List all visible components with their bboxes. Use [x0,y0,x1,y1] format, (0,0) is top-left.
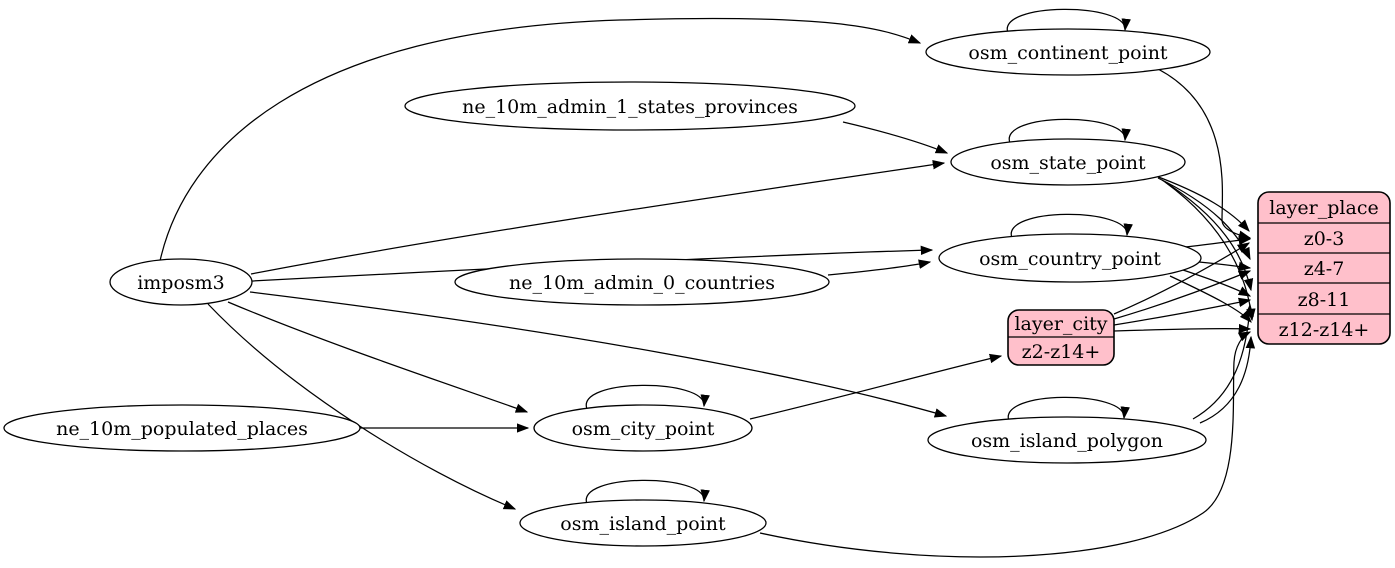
ne_10m_populated_places-label: ne_10m_populated_places [56,418,308,440]
osm_country_point-ellipse [938,233,1202,283]
edge-osm_island_point-to-layer_place-z12-z14 [759,331,1252,558]
osm_continent_point-label: osm_continent_point [968,42,1168,64]
ne_10m_admin_0_countries-label: ne_10m_admin_0_countries [509,272,775,294]
edge-osm_state_point-to-layer_place-z0-3 [1152,174,1250,232]
edge-imposm3-to-osm_state_point [250,159,946,275]
imposm3-ellipse [109,258,253,306]
edge-ne_10m_admin_1_states_provinces-to-osm_state_point [842,121,949,154]
layer_city-row-z2-z14: z2-z14+ [1022,341,1101,363]
layer_place-box [1257,191,1391,345]
edge-imposm3-to-osm_city_point [227,301,529,413]
node-layer_place: layer_place z0-3 z4-7 z8-11 z12-z14+ [1257,191,1391,345]
osm_city_point-ellipse [533,404,753,452]
node-ne_10m_admin_0_countries: ne_10m_admin_0_countries [454,258,830,306]
edge-osm_country_point-to-layer_place-z0-3 [1184,235,1252,248]
layer_place-row-z0-3: z0-3 [1304,228,1345,250]
node-osm_island_polygon: osm_island_polygon [927,416,1207,464]
ne_10m_admin_1_states_provinces-label: ne_10m_admin_1_states_provinces [462,96,798,118]
node-ne_10m_admin_1_states_provinces: ne_10m_admin_1_states_provinces [404,81,856,131]
node-osm_city_point: osm_city_point [533,404,753,452]
node-imposm3: imposm3 [109,258,253,306]
edge-osm_country_point-to-layer_place-z8-11 [1182,269,1252,297]
edge-osm_city_point-to-layer_city-z2-z14 [749,353,1003,420]
edge-osm_country_point-to-layer_place-z12-z14 [1169,275,1252,323]
osm_island_point-ellipse [519,499,767,547]
osm_city_point-label: osm_city_point [572,418,715,440]
osm_island_polygon-ellipse [927,416,1207,464]
node-layer_city: layer_city z2-z14+ [1007,309,1115,366]
imposm3-label: imposm3 [137,272,225,294]
layer_place-row-z4-7: z4-7 [1304,258,1345,280]
self-loop-osm_island_point [585,479,710,505]
edge-imposm3-to-osm_island_polygon [249,291,948,418]
edge-layer_city-to-layer_place-z12-z14 [1113,323,1252,334]
layer_place-row-z8-11: z8-11 [1298,289,1351,311]
self-loop-osm_island_polygon [1007,396,1130,422]
layer_city-title: layer_city [1014,313,1107,335]
osm_island_polygon-label: osm_island_polygon [971,430,1163,452]
edge-layer_city-to-layer_place-z0-3 [1113,242,1251,315]
osm_continent_point-ellipse [925,28,1211,76]
layer_place-title: layer_place [1269,197,1378,219]
edge-osm_island_polygon-to-layer_place-z8-11 [1192,303,1255,420]
ne_10m_admin_1_states_provinces-ellipse [404,81,856,131]
edge-layer_city-to-layer_place-z4-7 [1113,270,1252,320]
node-osm_continent_point: osm_continent_point [925,28,1211,76]
osm_state_point-ellipse [950,138,1186,186]
self-loop-osm_state_point [1008,118,1131,144]
self-loop-osm_continent_point [1006,8,1131,34]
osm_country_point-label: osm_country_point [979,248,1161,270]
ne_10m_populated_places-ellipse [3,404,361,452]
edge-ne_10m_admin_0_countries-to-osm_country_point [827,259,932,276]
node-osm_state_point: osm_state_point [950,138,1186,186]
edge-osm_country_point-to-layer_place-z4-7 [1198,261,1252,272]
edge-osm_state_point-to-layer_place-z8-11 [1161,179,1254,292]
layer_place-row-z12-z14: z12-z14+ [1279,319,1370,341]
self-loop-osm_city_point [585,384,710,410]
edge-osm_island_polygon-to-layer_place-z12-z14 [1199,335,1256,424]
ne_10m_admin_0_countries-ellipse [454,258,830,306]
edge-imposm3-to-osm_continent_point [159,17,922,262]
self-loop-osm_country_point [1010,213,1133,239]
node-osm_country_point: osm_country_point [938,233,1202,283]
edge-layer_city-to-layer_place-z8-11 [1113,297,1252,326]
node-osm_island_point: osm_island_point [519,499,767,547]
node-ne_10m_populated_places: ne_10m_populated_places [3,404,361,452]
osm_island_point-label: osm_island_point [560,513,726,535]
osm_state_point-label: osm_state_point [990,152,1146,174]
